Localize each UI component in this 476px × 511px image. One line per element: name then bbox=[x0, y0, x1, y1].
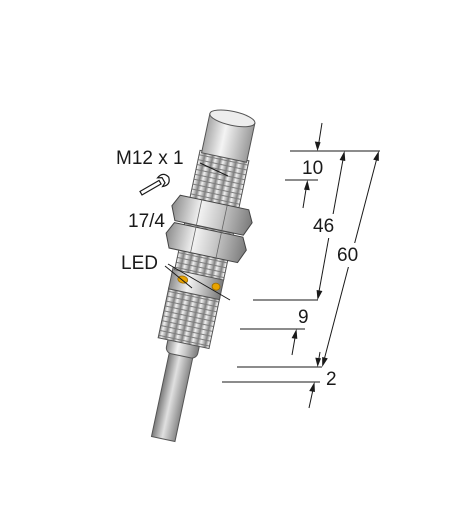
lower-nut bbox=[165, 222, 247, 264]
svg-text:9: 9 bbox=[298, 307, 309, 328]
sensor-body bbox=[150, 109, 256, 443]
sensing-face bbox=[209, 109, 256, 128]
led-label: LED bbox=[121, 253, 158, 274]
thread-label: M12 x 1 bbox=[116, 148, 184, 169]
led-right bbox=[211, 282, 221, 291]
dim-10: 10 bbox=[302, 122, 323, 209]
wrench-icon bbox=[139, 173, 170, 196]
svg-text:10: 10 bbox=[302, 158, 323, 179]
wrench-size-label: 17/4 bbox=[128, 211, 165, 232]
svg-text:2: 2 bbox=[326, 369, 337, 390]
led-left bbox=[177, 275, 189, 284]
upper-nut bbox=[171, 194, 253, 236]
led-leader-2 bbox=[167, 263, 231, 301]
led-leader-1 bbox=[164, 265, 193, 289]
svg-text:60: 60 bbox=[337, 245, 358, 266]
dim-60: 60 bbox=[322, 151, 379, 367]
dim-46: 46 bbox=[312, 151, 346, 300]
svg-text:46: 46 bbox=[313, 216, 334, 237]
thread-leader bbox=[199, 162, 229, 177]
dim-9: 9 bbox=[291, 307, 309, 356]
dim-2: 2 bbox=[308, 351, 337, 409]
cable bbox=[150, 347, 195, 443]
